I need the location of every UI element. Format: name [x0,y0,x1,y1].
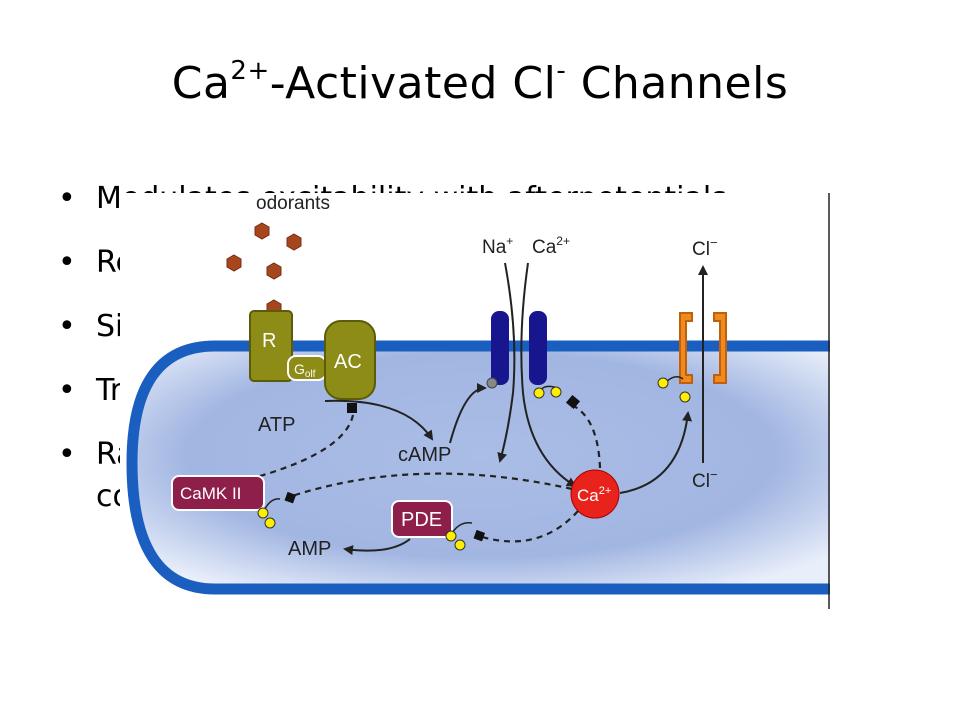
odorant-icon [254,222,270,240]
channel-binding-site-icon [486,377,498,389]
phosphate-icon [657,377,669,389]
bullet-item: Tr [58,370,727,434]
cell-membrane [126,340,830,595]
odorant-icon [226,254,242,272]
amp-label: AMP [288,538,331,560]
slide-title: Ca2+-Activated Cl- Channels [0,58,960,109]
atp-to-camp-arrow [324,399,434,441]
ac-label: AC [334,351,362,373]
calcium-to-cl-channel-arrow [619,411,693,494]
ca-influx-arrow [520,262,577,488]
camkii-enzyme [171,475,265,511]
adenylyl-cyclase [324,320,376,400]
pde-label: PDE [401,509,442,531]
phosphate-icon [550,386,562,398]
receptor-label: R [262,330,276,352]
bullet-item: Si [58,306,727,370]
title-channels: Channels [566,58,789,109]
calcium-ion [570,469,620,519]
phosphate-icon [257,507,269,519]
cl-bottom-label: Cl− [692,467,718,492]
pde-enzyme [391,500,453,538]
camkii-to-ac-path [259,414,355,478]
title-activated-cl: -Activated Cl [269,58,557,109]
cng-channel-left [491,311,509,385]
golf-label: Golf [294,361,316,380]
calmodulin-groups [257,376,691,551]
na-label: Na+ [482,234,513,258]
camp-label: cAMP [398,444,451,466]
camkii-label: CaMK II [180,484,241,503]
calcium-to-channel-feedback [571,404,602,469]
odorant-icon [266,262,282,280]
bullet-text: Tr [96,373,123,408]
calcium-to-camkii-path [291,472,573,498]
cl-channel-left [679,312,693,384]
atp-label: ATP [258,414,295,436]
phosphate-icon [445,530,457,542]
phosphate-icon [679,391,691,403]
pde-to-amp-arrow [343,538,411,556]
phospho-site-icon [473,529,486,542]
phosphate-icon [454,539,466,551]
phospho-site-icon [284,491,297,504]
odorants-label: odorants [256,193,330,214]
phospho-site-icon [347,403,357,413]
camp-to-channel-arrow [449,383,487,444]
odorant-icon [286,233,302,251]
cl-top-label: Cl− [692,235,718,260]
bullet-text: Si [96,309,124,344]
odorant-receptor [249,310,293,382]
ca-label: Ca2+ [532,234,570,258]
cng-channel-right [529,311,547,385]
cl-channel-right [713,312,727,384]
cytoplasm [132,346,830,589]
signaling-diagram: odorants R Golf AC Na+ Ca2+ Cl− Cl− ATP … [120,193,830,609]
phosphate-icon [533,387,545,399]
phospho-site-icon [565,394,581,410]
phosphate-icon [264,517,276,529]
title-ca: Ca [171,58,231,109]
title-cl-charge: - [556,56,567,86]
calcium-to-pde-path [481,510,579,543]
na-influx-arrow [497,262,516,463]
calcium-ion-label: Ca2+ [577,485,611,505]
title-ca-charge: 2+ [230,56,270,86]
